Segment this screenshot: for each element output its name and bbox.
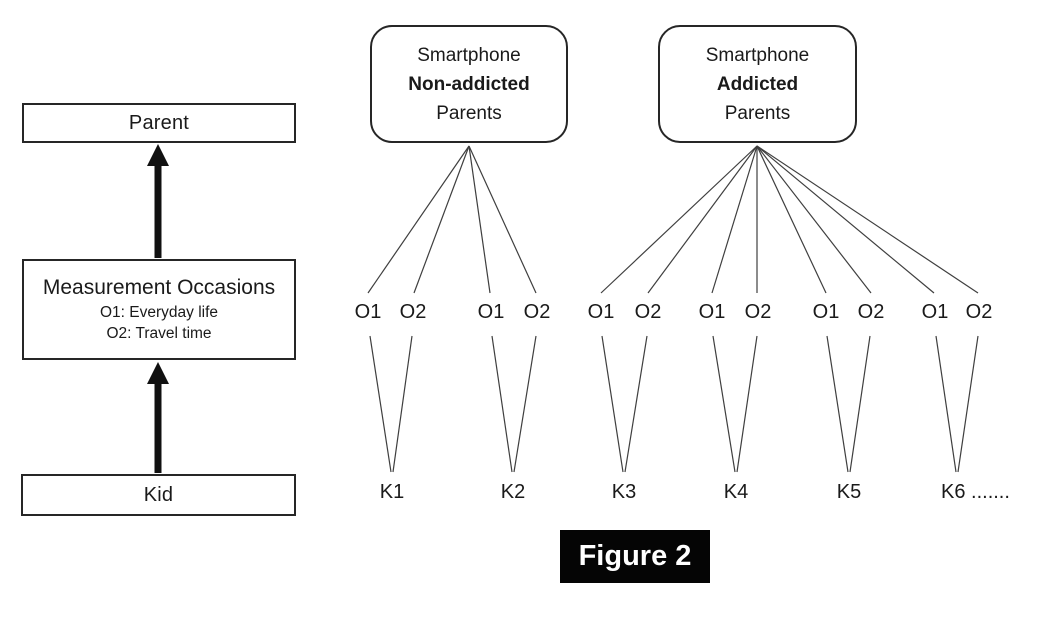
occasion-label: O2 <box>523 301 551 323</box>
group-line2: Non-addicted <box>408 73 530 95</box>
occasion-label: O1 <box>354 301 382 323</box>
occasion-label: O2 <box>857 301 885 323</box>
kid-label: Kid <box>143 483 174 506</box>
occasion-label: O2 <box>744 301 772 323</box>
kid-box: Kid <box>21 474 296 516</box>
group-line1: Smartphone <box>705 44 810 66</box>
occasion-label: O1 <box>477 301 505 323</box>
arrow-measurement-to-parent <box>147 144 169 258</box>
kid-item-label: K1 <box>379 481 405 503</box>
kid-item-label: K5 <box>836 481 862 503</box>
v-connectors <box>369 335 979 473</box>
non-addicted-parents-box: Smartphone Non-addicted Parents <box>370 25 568 143</box>
group-line2: Addicted <box>716 73 799 95</box>
kid-item-label: K4 <box>723 481 749 503</box>
measurement-occasions-box: Measurement Occasions O1: Everyday life … <box>22 259 296 360</box>
parent-box: Parent <box>22 103 296 143</box>
addicted-parents-box: Smartphone Addicted Parents <box>658 25 857 143</box>
measurement-title: Measurement Occasions <box>42 275 276 299</box>
measurement-o2-desc: O2: Travel time <box>106 324 212 342</box>
occasion-label: O1 <box>587 301 615 323</box>
arrow-kid-to-measurement <box>147 362 169 473</box>
group-line1: Smartphone <box>417 44 521 66</box>
fan-addicted <box>600 145 979 294</box>
fan-non-addicted <box>367 145 537 294</box>
occasion-label: O2 <box>965 301 993 323</box>
figure-caption-text: Figure 2 <box>578 540 692 572</box>
measurement-o1-desc: O1: Everyday life <box>99 303 219 321</box>
kid-item-label: K3 <box>611 481 637 503</box>
occasion-label: O1 <box>921 301 949 323</box>
occasion-label: O1 <box>698 301 726 323</box>
kid-item-label: K2 <box>500 481 526 503</box>
group-line3: Parents <box>724 102 791 124</box>
occasion-label: O1 <box>812 301 840 323</box>
group-line3: Parents <box>436 102 502 124</box>
occasion-label: O2 <box>634 301 662 323</box>
kid-item-label: K6 ....... <box>941 481 1010 503</box>
parent-label: Parent <box>128 111 190 134</box>
figure-caption: Figure 2 <box>560 530 710 583</box>
occasion-label: O2 <box>399 301 427 323</box>
